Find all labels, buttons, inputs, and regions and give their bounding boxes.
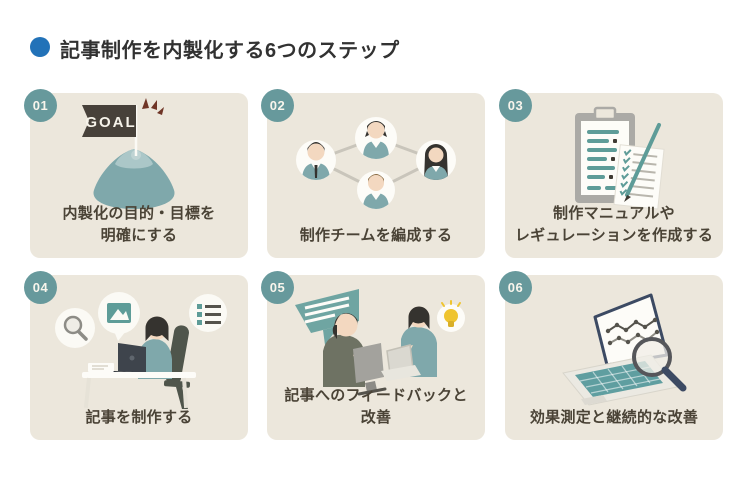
step-card-04: 04 <box>24 271 248 440</box>
laptop-chart-magnifier-illustration <box>562 293 687 406</box>
step-number-badge: 02 <box>261 89 294 122</box>
list-icon <box>197 304 221 325</box>
feedback-discussion-illustration <box>295 289 465 396</box>
magnifier-icon <box>63 315 88 341</box>
image-icon <box>107 303 131 323</box>
goal-flag-mountain-illustration: GOAL <box>82 98 175 209</box>
header: 記事制作を内製化する6つのステップ <box>0 0 750 80</box>
caption-line: 記事へのフィードバックと <box>284 387 468 405</box>
mountain-shape <box>93 149 175 209</box>
step-caption: 記事へのフィードバックと 改善 <box>267 385 485 428</box>
list-bubble <box>189 294 227 332</box>
caption-line: 制作マニュアルや <box>553 205 675 223</box>
caption-line: 制作チームを編成する <box>299 226 453 244</box>
title-bullet-icon <box>30 37 50 57</box>
pen-icon <box>624 123 661 202</box>
checklist-sheet-icon <box>613 144 665 210</box>
desk <box>82 343 196 409</box>
step-number-badge: 03 <box>499 89 532 122</box>
step-card-05: 05 <box>261 271 485 440</box>
step-number-badge: 06 <box>499 271 532 304</box>
laptop-icon <box>381 344 421 381</box>
idea-bulb-icon <box>437 300 465 332</box>
step-number-badge: 04 <box>24 271 57 304</box>
step-caption: 制作チームを編成する <box>267 225 485 246</box>
step-caption: 内製化の目的・目標を 明確にする <box>30 203 248 246</box>
manual-clipboard-illustration <box>575 106 665 210</box>
caption-line: 改善 <box>360 408 392 426</box>
avatar-woman-top <box>355 117 397 159</box>
step-card-01: 01 GOAL 内製化の目的・目標を 明確にする <box>24 89 248 258</box>
caption-line: 明確にする <box>100 226 178 244</box>
monitor-icon <box>353 343 387 396</box>
line-chart-icon <box>605 317 660 346</box>
avatar-woman-right <box>416 140 456 180</box>
goal-flag-icon: GOAL <box>82 105 136 137</box>
goal-flag-label: GOAL <box>85 114 136 131</box>
caption-line: レギュレーションを作成する <box>514 226 714 244</box>
step-caption: 効果測定と継続的な改善 <box>505 407 723 428</box>
team-network-illustration <box>296 117 456 209</box>
sparkle-icon <box>142 98 164 115</box>
step-number-badge: 01 <box>24 89 57 122</box>
step-card-06: 06 <box>499 271 723 440</box>
page-title: 記事制作を内製化する6つのステップ <box>60 40 400 62</box>
step-caption: 記事を制作する <box>30 407 248 428</box>
search-bubble <box>55 308 95 348</box>
avatar-man-bottom <box>357 171 395 209</box>
caption-line: 記事を制作する <box>85 408 193 426</box>
caption-line: 効果測定と継続的な改善 <box>529 408 699 426</box>
step-card-03: 03 <box>499 89 723 258</box>
image-bubble <box>98 292 140 341</box>
magnifier-icon <box>632 337 687 392</box>
step-number-badge: 05 <box>261 271 294 304</box>
step-card-02: 02 <box>261 89 485 258</box>
writer-at-desk-illustration <box>55 292 227 409</box>
caption-line: 内製化の目的・目標を <box>62 205 216 223</box>
avatar-man-left <box>296 140 336 180</box>
step-caption: 制作マニュアルや レギュレーションを作成する <box>505 203 723 246</box>
